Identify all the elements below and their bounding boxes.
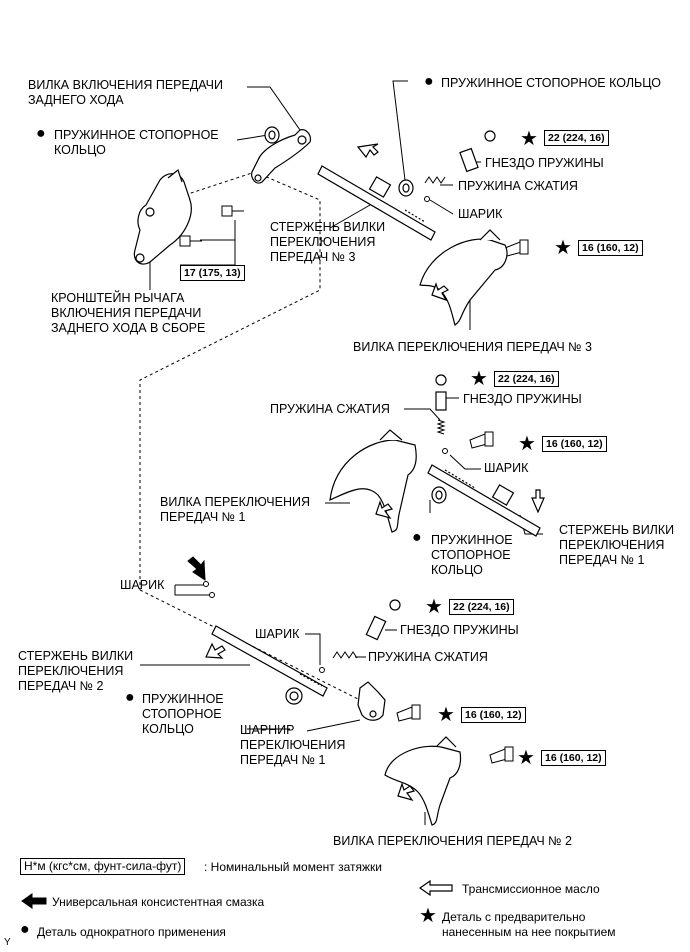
- shift-fork-3: [419, 229, 508, 326]
- label-ball-1: ШАРИК: [458, 207, 503, 221]
- legend-single-use: Деталь однократного применения: [37, 925, 226, 939]
- single-use-dot: ●: [424, 73, 434, 90]
- label-snap-ring-top-right: ПРУЖИННОЕ СТОПОРНОЕ КОЛЬЦО: [441, 76, 661, 90]
- label-fork-2: ВИЛКА ПЕРЕКЛЮЧЕНИЯ ПЕРЕДАЧ № 2: [333, 834, 572, 848]
- precoated-star: ★: [520, 128, 538, 150]
- reverse-shift-fork: [251, 129, 311, 184]
- precoated-star: ★: [425, 596, 443, 618]
- precoated-star: ★: [517, 747, 535, 769]
- dashed-assembly-line: [184, 171, 256, 196]
- single-use-dot: ●: [412, 529, 422, 546]
- single-use-dot: ●: [125, 689, 135, 706]
- single-use-dot-legend-icon: ●: [20, 921, 30, 938]
- label-snap-ring-bottom: ПРУЖИННОЕ СТОПОРНОЕ КОЛЬЦО: [142, 692, 224, 736]
- snap-ring: [264, 126, 447, 705]
- reverse-lever-bracket: [133, 168, 192, 265]
- label-snap-ring-top-left: ПРУЖИННОЕ СТОПОРНОЕ КОЛЬЦО: [54, 128, 219, 157]
- label-spring-seat-1: ГНЕЗДО ПРУЖИНЫ: [485, 156, 604, 170]
- grease-arrow-legend-icon: [21, 893, 47, 909]
- label-ball-3: ШАРИК: [120, 578, 165, 592]
- precoated-star: ★: [518, 433, 536, 455]
- torque-bolt: [396, 239, 529, 764]
- label-fork-3: ВИЛКА ПЕРЕКЛЮЧЕНИЯ ПЕРЕДАЧ № 3: [353, 340, 592, 354]
- shift-fork-2: [384, 736, 462, 826]
- torque-box: 17 (175, 13): [180, 265, 245, 281]
- compression-spring: [332, 176, 446, 659]
- label-fork-1: ВИЛКА ПЕРЕКЛЮЧЕНИЯ ПЕРЕДАЧ № 1: [160, 495, 311, 524]
- label-spring-seat-3: ГНЕЗДО ПРУЖИНЫ: [400, 623, 519, 637]
- label-ball-2: ШАРИК: [484, 461, 529, 475]
- precoated-star: ★: [437, 704, 455, 726]
- torque-box: 22 (224, 16): [544, 130, 609, 146]
- shift-fork-1: [329, 429, 417, 533]
- label-reverse-fork: ВИЛКА ВКЛЮЧЕНИЯ ПЕРЕДАЧИ ЗАДНЕГО ХОДА: [28, 78, 223, 107]
- torque-box: 22 (224, 16): [494, 371, 559, 387]
- torque-box: 16 (160, 12): [541, 750, 606, 766]
- torque-box: 16 (160, 12): [461, 707, 526, 723]
- torque-box: 16 (160, 12): [542, 436, 607, 452]
- label-ball-4: ШАРИК: [255, 627, 300, 641]
- label-snap-ring-mid: ПРУЖИННОЕ СТОПОРНОЕ КОЛЬЦО: [431, 533, 513, 577]
- label-bracket: КРОНШТЕЙН РЫЧАГА ВКЛЮЧЕНИЯ ПЕРЕДАЧИ ЗАДН…: [51, 291, 206, 335]
- bolt: [179, 205, 244, 247]
- grease-arrow: [187, 556, 206, 581]
- precoated-star: ★: [470, 368, 488, 390]
- label-compression-spring-2: ПРУЖИНА СЖАТИЯ: [270, 402, 390, 416]
- shift-fork-shaft-2: [211, 625, 328, 697]
- label-compression-spring-3: ПРУЖИНА СЖАТИЯ: [368, 650, 488, 664]
- single-use-dot: ●: [36, 125, 46, 142]
- shift-hinge-1: [357, 681, 386, 721]
- precoated-star-legend-icon: ★: [419, 905, 437, 927]
- legend-grease: Универсальная консистентная смазка: [52, 895, 265, 909]
- legend-torque-desc: : Номинальный момент затяжки: [204, 860, 382, 874]
- label-hinge-1: ШАРНИР ПЕРЕКЛЮЧЕНИЯ ПЕРЕДАЧ № 1: [240, 723, 346, 767]
- label-shaft-1: СТЕРЖЕНЬ ВИЛКИ ПЕРЕКЛЮЧЕНИЯ ПЕРЕДАЧ № 1: [559, 523, 675, 567]
- spring-seat: [365, 130, 496, 641]
- dashed-assembly-line: [139, 171, 321, 590]
- shift-fork-shaft-1: [427, 464, 541, 537]
- torque-box: 22 (224, 16): [449, 599, 514, 615]
- label-shaft-2: СТЕРЖЕНЬ ВИЛКИ ПЕРЕКЛЮЧЕНИЯ ПЕРЕДАЧ № 2: [18, 649, 134, 693]
- label-shaft-3: СТЕРЖЕНЬ ВИЛКИ ПЕРЕКЛЮЧЕНИЯ ПЕРЕДАЧ № 3: [270, 220, 386, 264]
- corner-mark: Y: [4, 937, 11, 948]
- label-compression-spring-1: ПРУЖИНА СЖАТИЯ: [458, 179, 578, 193]
- precoated-star: ★: [554, 237, 572, 259]
- shift-fork-shaft-3: [317, 165, 436, 241]
- legend-torque-unit: Н*м (кгс*см, фунт-сила-фут): [20, 858, 186, 875]
- label-spring-seat-2: ГНЕЗДО ПРУЖИНЫ: [463, 392, 582, 406]
- legend-precoated: Деталь с предварительно нанесенным на не…: [442, 910, 616, 939]
- oil-arrow-legend-icon: [418, 879, 453, 897]
- ball: [203, 196, 448, 673]
- oil-arrow: [205, 143, 545, 802]
- legend-oil: Трансмиссионное масло: [462, 882, 600, 896]
- torque-box: 16 (160, 12): [578, 240, 643, 256]
